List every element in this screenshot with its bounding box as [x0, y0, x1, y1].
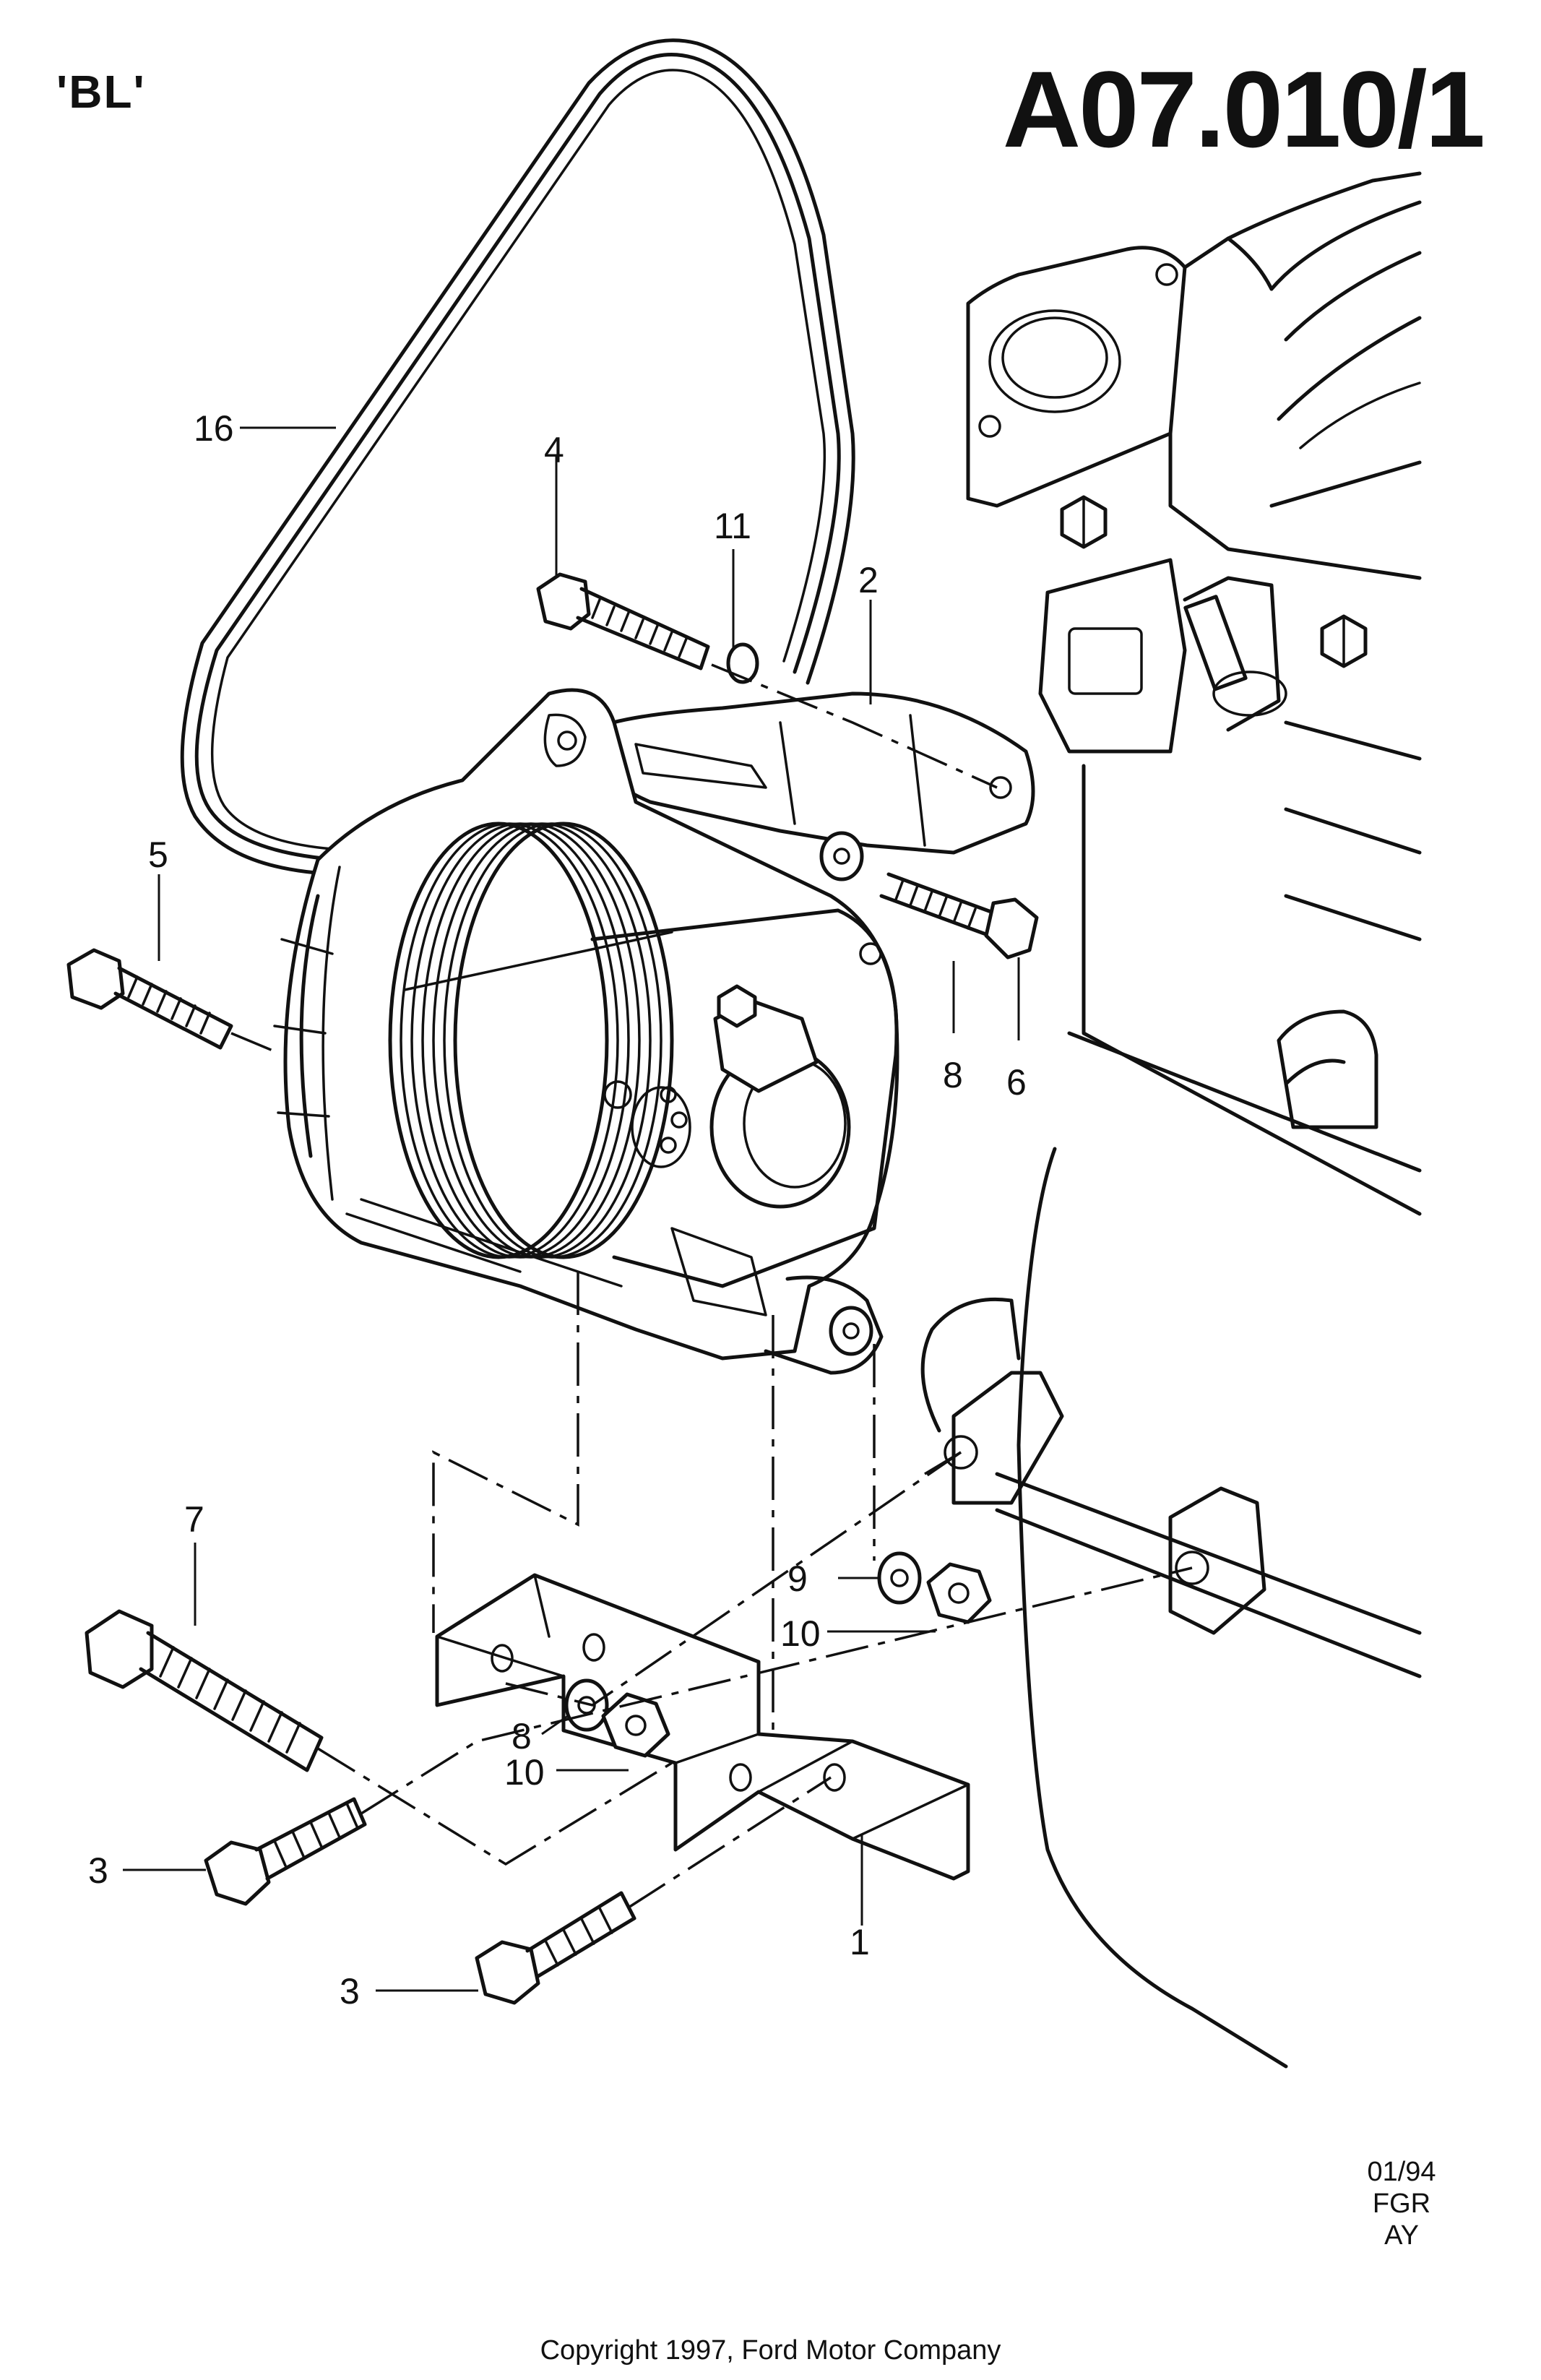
bolt-3-upper	[204, 1797, 367, 1906]
callout-1: 1	[850, 1922, 870, 1962]
bolt-4	[536, 572, 710, 671]
callout-6: 6	[1006, 1062, 1027, 1103]
callout-7: 7	[184, 1499, 204, 1540]
washer-8-lower	[564, 1678, 609, 1732]
callout-leaders	[123, 426, 1020, 1992]
alternator	[273, 688, 899, 1375]
revision-stamp: 01/94 FGR AY	[1344, 2156, 1459, 2251]
bolt-3-lower	[475, 1891, 636, 2005]
bolt-6	[879, 872, 1039, 960]
callout-2: 2	[858, 560, 879, 600]
engine-block	[920, 171, 1422, 2069]
nut-10-upper	[926, 1562, 992, 1624]
washer-11	[726, 642, 759, 684]
callout-11: 11	[714, 506, 751, 546]
washer-8-upper	[819, 831, 864, 881]
stamp-date: 01/94	[1367, 2157, 1436, 2187]
variant-label: 'BL'	[56, 66, 146, 118]
callout-4: 4	[544, 430, 564, 470]
callout-9: 9	[787, 1558, 808, 1599]
callout-10-lower: 10	[504, 1752, 545, 1793]
nut-10-lower	[601, 1692, 670, 1758]
washer-9	[877, 1551, 922, 1605]
reference-number: A07.010/1	[1002, 48, 1485, 170]
callout-5: 5	[148, 835, 168, 875]
copyright-notice: Copyright 1997, Ford Motor Company	[540, 2335, 1001, 2366]
bolt-7	[85, 1609, 324, 1772]
drive-belt	[180, 38, 855, 876]
assembly-lines	[230, 663, 1193, 1909]
callout-8-lower: 8	[511, 1716, 532, 1756]
callout-3-upper: 3	[88, 1850, 108, 1891]
callout-10-upper: 10	[780, 1613, 821, 1654]
mounting-bracket	[435, 1573, 970, 1881]
stamp-author: AY	[1384, 2220, 1419, 2251]
stamp-region: FGR	[1372, 2189, 1431, 2219]
callout-3-lower: 3	[340, 1971, 360, 2012]
callout-8-upper: 8	[943, 1055, 963, 1095]
callout-labels: 16 4 11 2 5 8 6 7 9 10 8 10 3 1 3	[88, 408, 1027, 2012]
bolt-5	[66, 948, 233, 1050]
callout-16: 16	[194, 408, 234, 449]
